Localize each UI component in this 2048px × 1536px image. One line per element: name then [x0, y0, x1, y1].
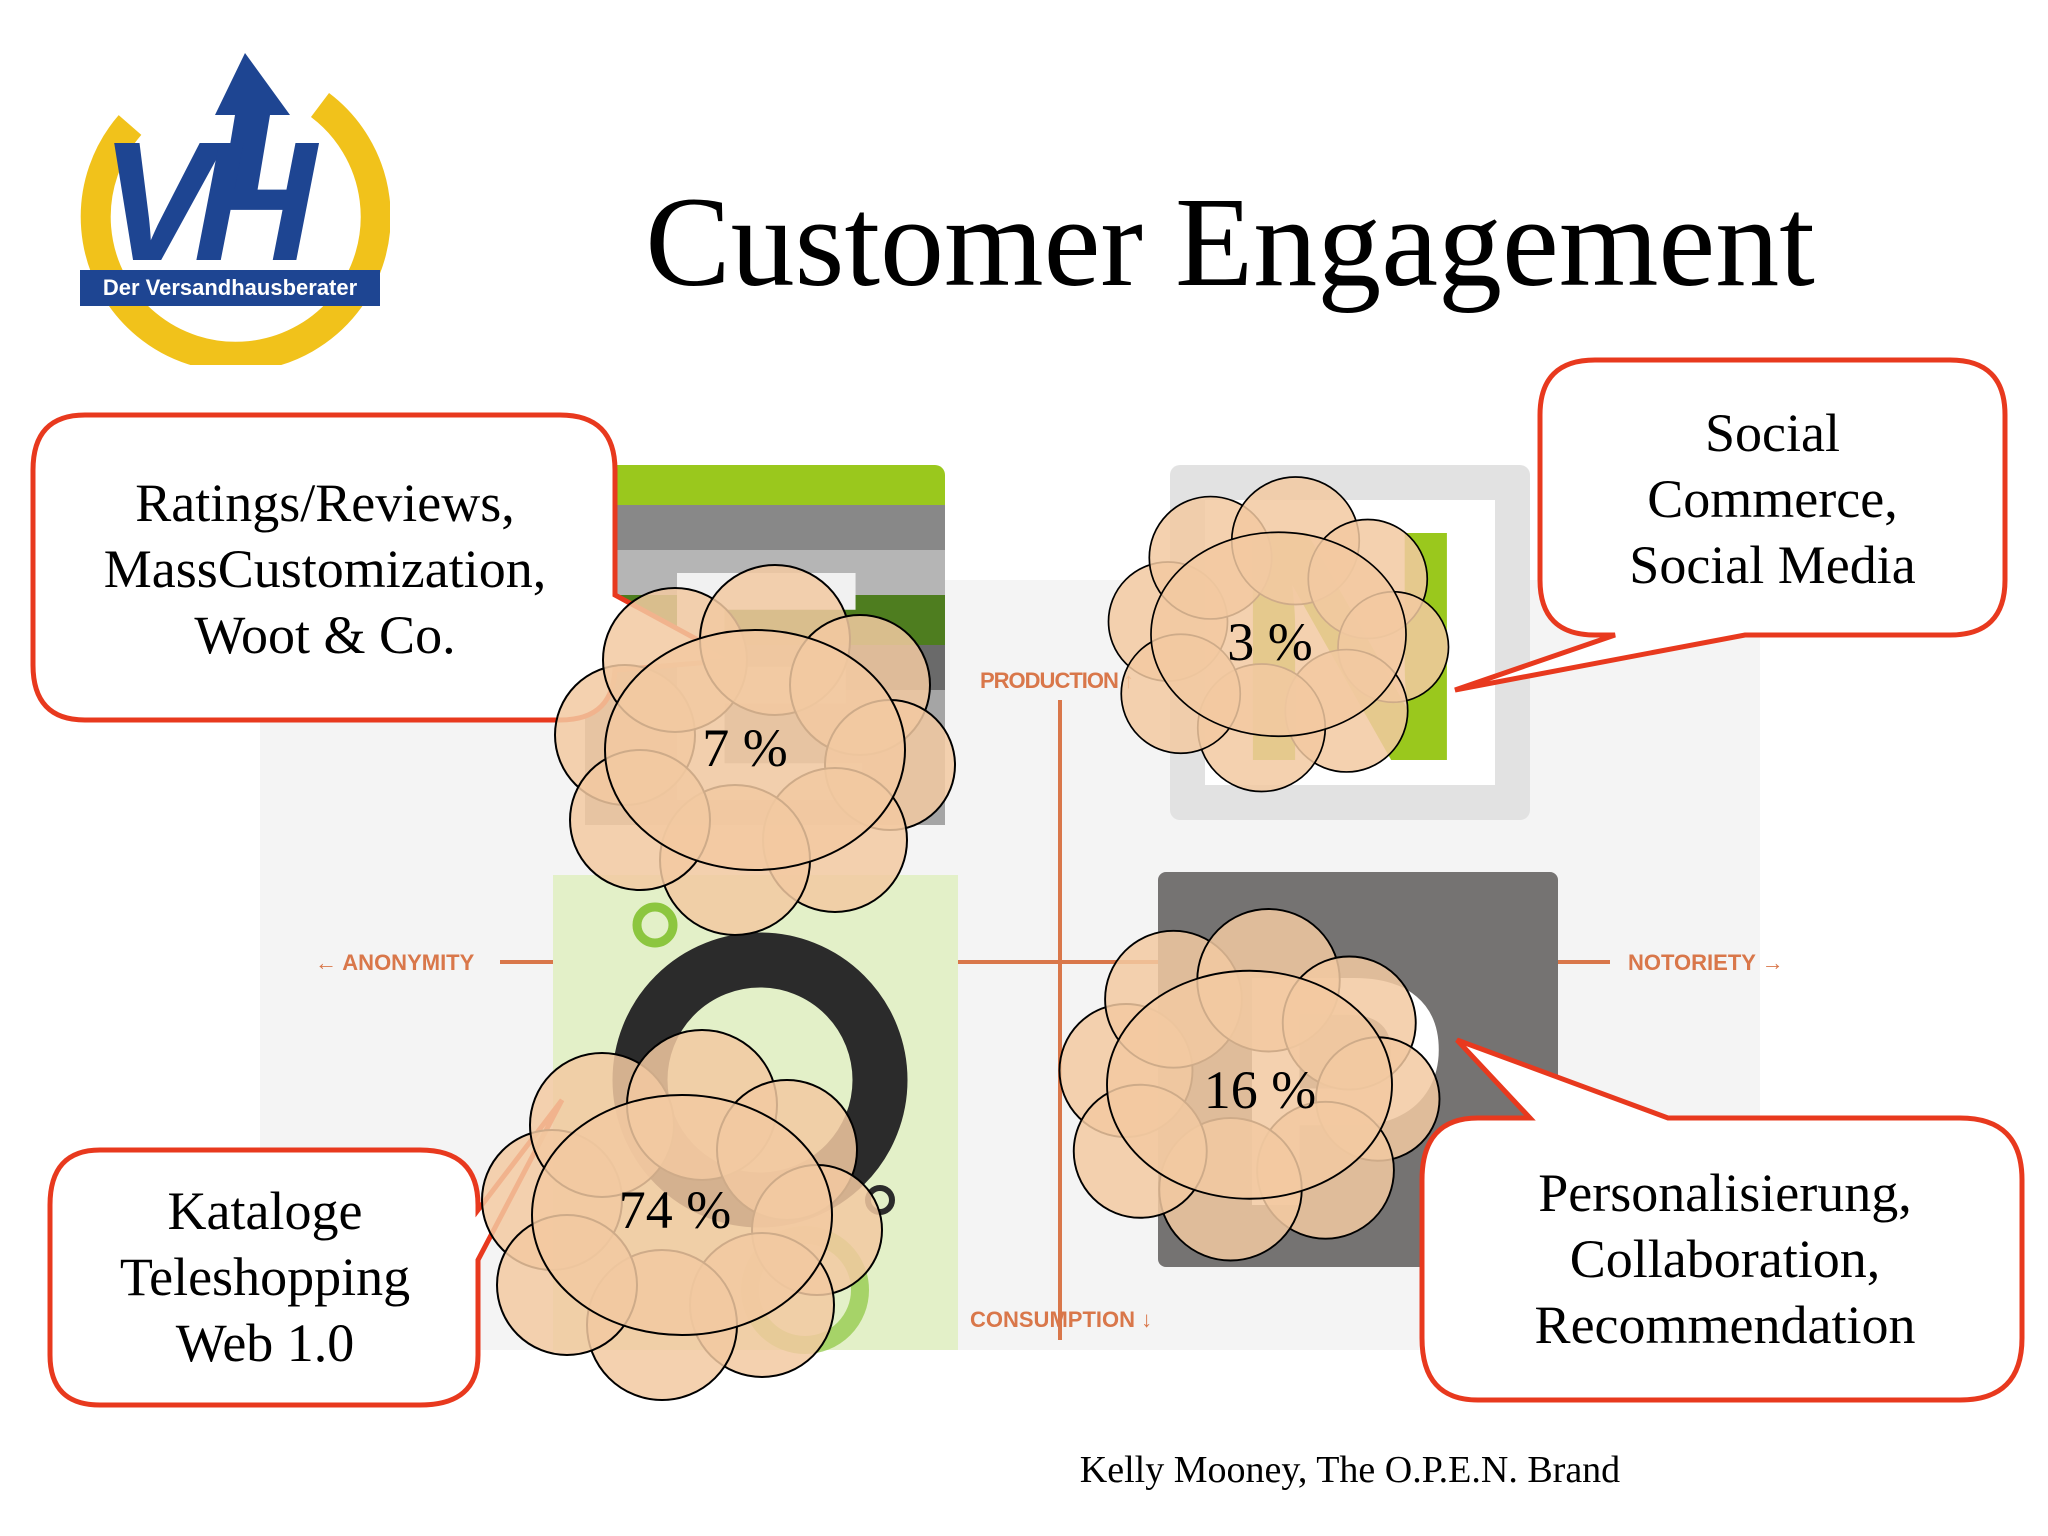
callout-bottom-left — [47, 1098, 565, 1408]
callout-text-top-right: Social Commerce, Social Media — [1629, 403, 1916, 595]
logo-arrow-icon — [215, 53, 290, 205]
logo-tagline: Der Versandhausberater — [103, 275, 358, 300]
percent-bottom-left: 74 % — [618, 1180, 732, 1240]
versandhausberater-logo: VH Der Versandhausberater — [80, 53, 390, 365]
axis-label-notoriety: NOTORIETY → — [1628, 950, 1784, 975]
axis-label-anonymity: ← ANONYMITY — [315, 950, 475, 975]
logo-ring — [80, 93, 390, 365]
callout-text-top-left: Ratings/Reviews, MassCustomization, Woot… — [103, 473, 547, 665]
axis-label-production: PRODUCTION ↑ — [980, 668, 1133, 693]
callout-top-right — [1454, 357, 2008, 693]
callout-text-bottom-right: Personalisierung, Collaboration, Recomme… — [1534, 1163, 1916, 1355]
percent-bottom-right: 16 % — [1203, 1060, 1317, 1120]
slide-title: Customer Engagement — [645, 171, 1815, 313]
callout-text-bottom-left: Kataloge Teleshopping Web 1.0 — [119, 1181, 411, 1373]
logo-banner — [80, 270, 380, 306]
axis-label-consumption: CONSUMPTION ↓ — [970, 1307, 1152, 1332]
percent-top-left: 7 % — [702, 718, 788, 778]
percent-top-right: 3 % — [1227, 612, 1313, 672]
callout-bottom-right — [1419, 1037, 2025, 1403]
citation: Kelly Mooney, The O.P.E.N. Brand — [1079, 1449, 1621, 1491]
